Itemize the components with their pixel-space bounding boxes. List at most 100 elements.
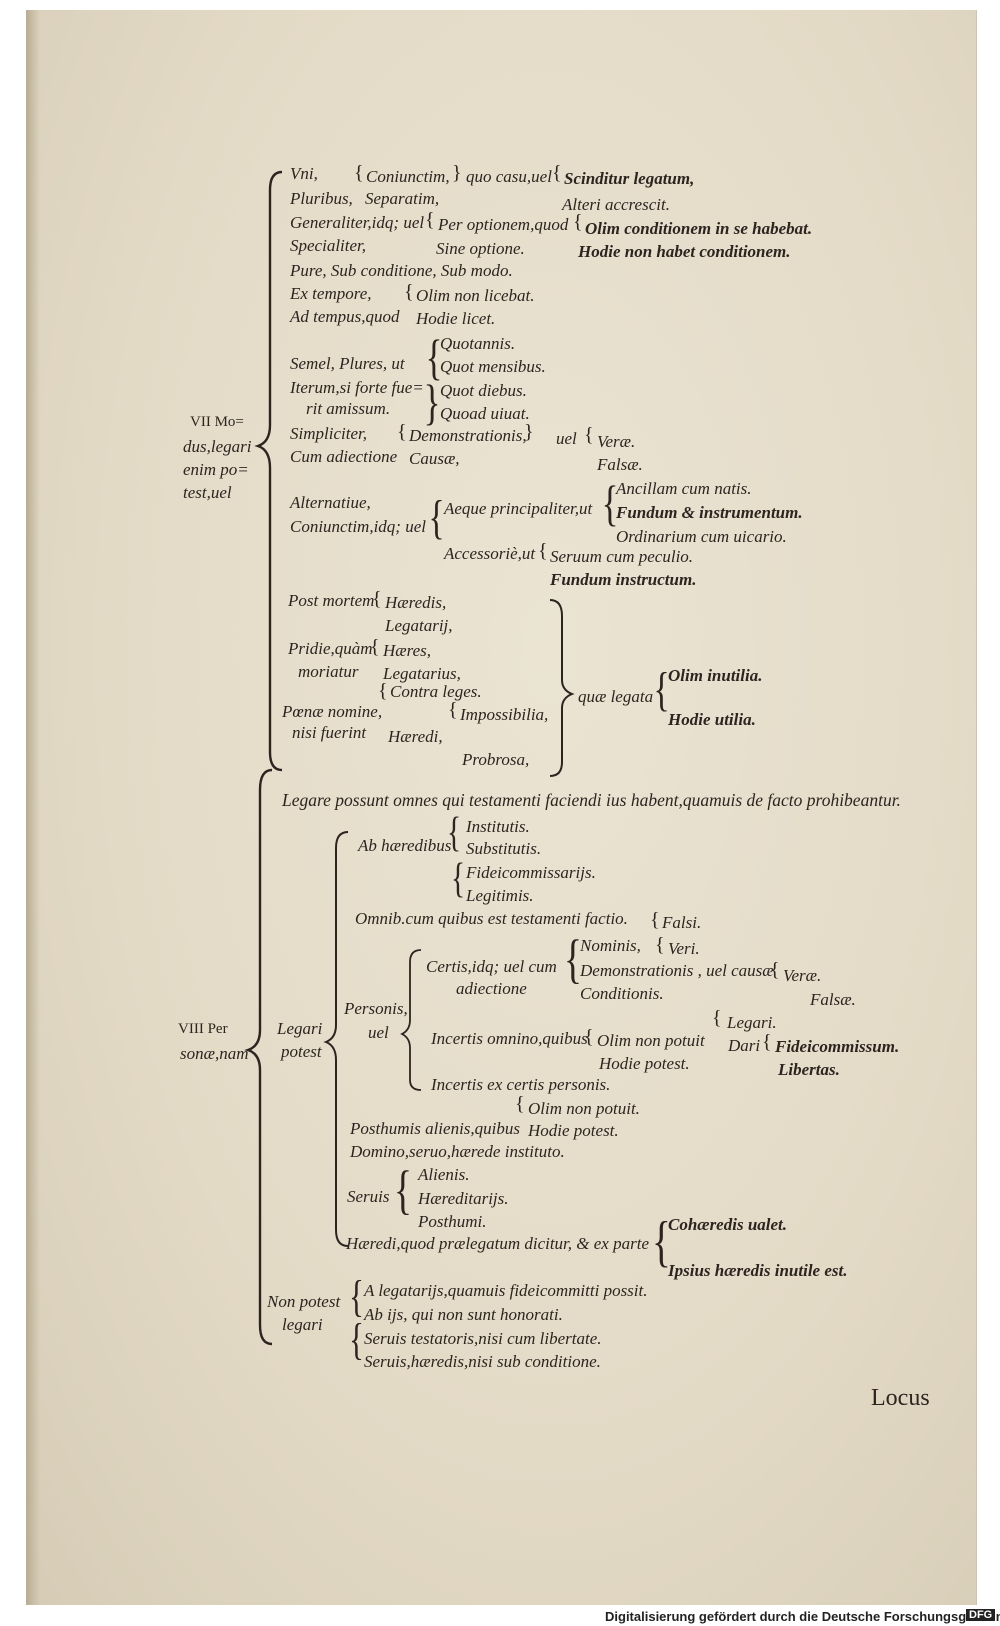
text-veri: Veri. — [668, 939, 700, 958]
text-moriatur: moriatur — [298, 662, 359, 681]
text-legatarij: Legatarij, — [385, 616, 453, 635]
brace-mark: { — [370, 636, 380, 658]
text-pluribus: Pluribus, — [290, 189, 353, 208]
brace-mark: { — [372, 588, 382, 610]
brace-mark: { — [354, 162, 364, 184]
brace-mark: { — [653, 663, 670, 716]
text-a-legatarijs: A legatarijs,quamuis fideicommitti possi… — [364, 1281, 648, 1300]
text-falsi: Falsi. — [662, 913, 702, 932]
text-seruis-haeredis: Seruis,hæredis,nisi sub conditione. — [364, 1352, 601, 1371]
text-ab-haeredibus: Ab hæredibus — [358, 836, 452, 855]
dfg-logo: DFG — [966, 1609, 996, 1621]
text-coniunctim: Coniunctim, — [366, 167, 450, 186]
text-accessorie: Accessoriè,ut — [444, 544, 536, 563]
text-fideicommissum: Fideicommissum. — [775, 1037, 900, 1056]
text-uel: uel — [556, 429, 577, 448]
text-ex-tempore: Ex tempore, — [290, 284, 372, 303]
text-posthumis: Posthumis alienis,quibus — [350, 1119, 521, 1138]
text-libertas: Libertas. — [778, 1060, 840, 1079]
brace-mark: { — [404, 281, 414, 303]
text-ipsius: Ipsius hæredis inutile est. — [668, 1261, 848, 1280]
text-probrosa: Probrosa, — [462, 750, 530, 769]
text-quot-mensibus: Quot mensibus. — [440, 357, 546, 376]
text-quot-diebus: Quot diebus. — [440, 381, 527, 400]
text-incertis-ex: Incertis ex certis personis. — [431, 1075, 611, 1094]
brace-mark: { — [349, 1315, 364, 1364]
brace-mark: } — [423, 374, 441, 430]
paper-sheet — [26, 10, 977, 1605]
text-incertis-omnino: Incertis omnino,quibus — [431, 1029, 588, 1048]
text-specialiter: Specialiter, — [290, 236, 367, 255]
text-olim-inutilia: Olim inutilia. — [668, 666, 763, 685]
brace-mark: { — [712, 1007, 722, 1029]
text-hodie-non-habet: Hodie non habet conditionem. — [578, 242, 791, 261]
footer-credit: Digitalisierung gefördert durch die Deut… — [605, 1609, 1000, 1624]
text-seruum: Seruum cum peculio. — [550, 547, 694, 566]
brace-mark: { — [451, 856, 466, 902]
catchword: Locus — [871, 1385, 930, 1411]
text-semel: Semel, Plures, ut — [290, 354, 405, 373]
text-legari-small: Legari. — [727, 1013, 777, 1032]
text-per-optionem: Per optionem,quod — [438, 215, 569, 234]
text-posthumi: Posthumi. — [418, 1212, 487, 1231]
text-quoad-uiuat: Quoad uiuat. — [440, 404, 530, 423]
brace-mark: { — [601, 475, 619, 531]
text-quae-legata: quæ legata — [578, 687, 654, 706]
brace-mark: { — [584, 1026, 594, 1048]
text-hodie-utilia: Hodie utilia. — [668, 710, 756, 729]
text-verae-2: Veræ. — [783, 966, 822, 985]
text-sine-optione: Sine optione. — [436, 239, 525, 258]
brace-mark: { — [538, 540, 548, 562]
brace-mark: { — [428, 491, 445, 544]
brace-section-vii — [254, 170, 283, 772]
brace-mark: { — [448, 699, 458, 721]
text-olim-non-licebat: Olim non licebat. — [416, 286, 535, 305]
text-pridie: Pridie,quàm — [288, 639, 373, 658]
section-vii-label-3: enim po= — [183, 460, 249, 479]
text-causae: Causæ, — [409, 449, 460, 468]
text-iterum-1: Iterum,si forte fue= — [290, 378, 424, 397]
text-legitimis: Legitimis. — [466, 886, 534, 905]
section-vii-label-4: test,uel — [183, 483, 232, 502]
section-vii-label-1: VII Mo= — [190, 414, 244, 430]
text-seruis-testatoris: Seruis testatoris,nisi cum libertate. — [364, 1329, 602, 1348]
brace-legari-potest — [323, 831, 349, 1247]
text-olim-conditionem: Olim conditionem in se habebat. — [585, 219, 813, 238]
text-legare-possunt: Legare possunt omnes qui testamenti faci… — [282, 790, 901, 810]
text-quotannis: Quotannis. — [440, 334, 516, 353]
brace-mark: { — [425, 329, 443, 385]
text-fundum-instrumentum: Fundum & instrumentum. — [616, 503, 803, 522]
text-generaliter: Generaliter,idq; uel — [290, 213, 425, 232]
section-viii-label-1: VIII Per — [178, 1021, 228, 1037]
text-legatarius: Legatarius, — [383, 664, 461, 683]
brace-mark: { — [573, 211, 583, 233]
text-simpliciter: Simpliciter, — [290, 424, 367, 443]
text-potest: potest — [281, 1042, 322, 1061]
text-demonstr-uel: Demonstrationis , uel causæ — [580, 961, 774, 980]
text-aeque: Aeque principaliter,ut — [444, 499, 593, 518]
text-falsae: Falsæ. — [597, 455, 643, 474]
text-olim-non-potuit: Olim non potuit — [597, 1031, 705, 1050]
text-ad-tempus: Ad tempus,quod — [290, 307, 400, 326]
text-haeredi: Hæredi, — [388, 727, 443, 746]
text-alternatiue: Alternatiue, — [290, 493, 371, 512]
text-contra-leges: Contra leges. — [390, 682, 482, 701]
text-hodie-licet: Hodie licet. — [416, 309, 496, 328]
brace-mark: { — [762, 1031, 772, 1053]
brace-mark: { — [393, 1160, 413, 1220]
text-impossibilia: Impossibilia, — [460, 705, 549, 724]
text-cum-adiectione: Cum adiectione — [290, 447, 398, 466]
text-alteri: Alteri accrescit. — [562, 195, 670, 214]
text-poenae: Pœnæ nomine, — [282, 702, 383, 721]
text-dari: Dari — [728, 1036, 761, 1055]
brace-mark: { — [447, 810, 462, 856]
section-vii-label-2: dus,legari — [183, 437, 252, 456]
brace-mark: { — [349, 1272, 364, 1321]
brace-mark: { — [563, 929, 583, 989]
text-non-potest: Non potest — [267, 1292, 341, 1311]
brace-mark: { — [650, 909, 660, 931]
text-iterum-2: rit amissum. — [306, 399, 391, 418]
brace-mark: { — [425, 209, 435, 231]
text-personis: Personis, — [344, 999, 408, 1018]
